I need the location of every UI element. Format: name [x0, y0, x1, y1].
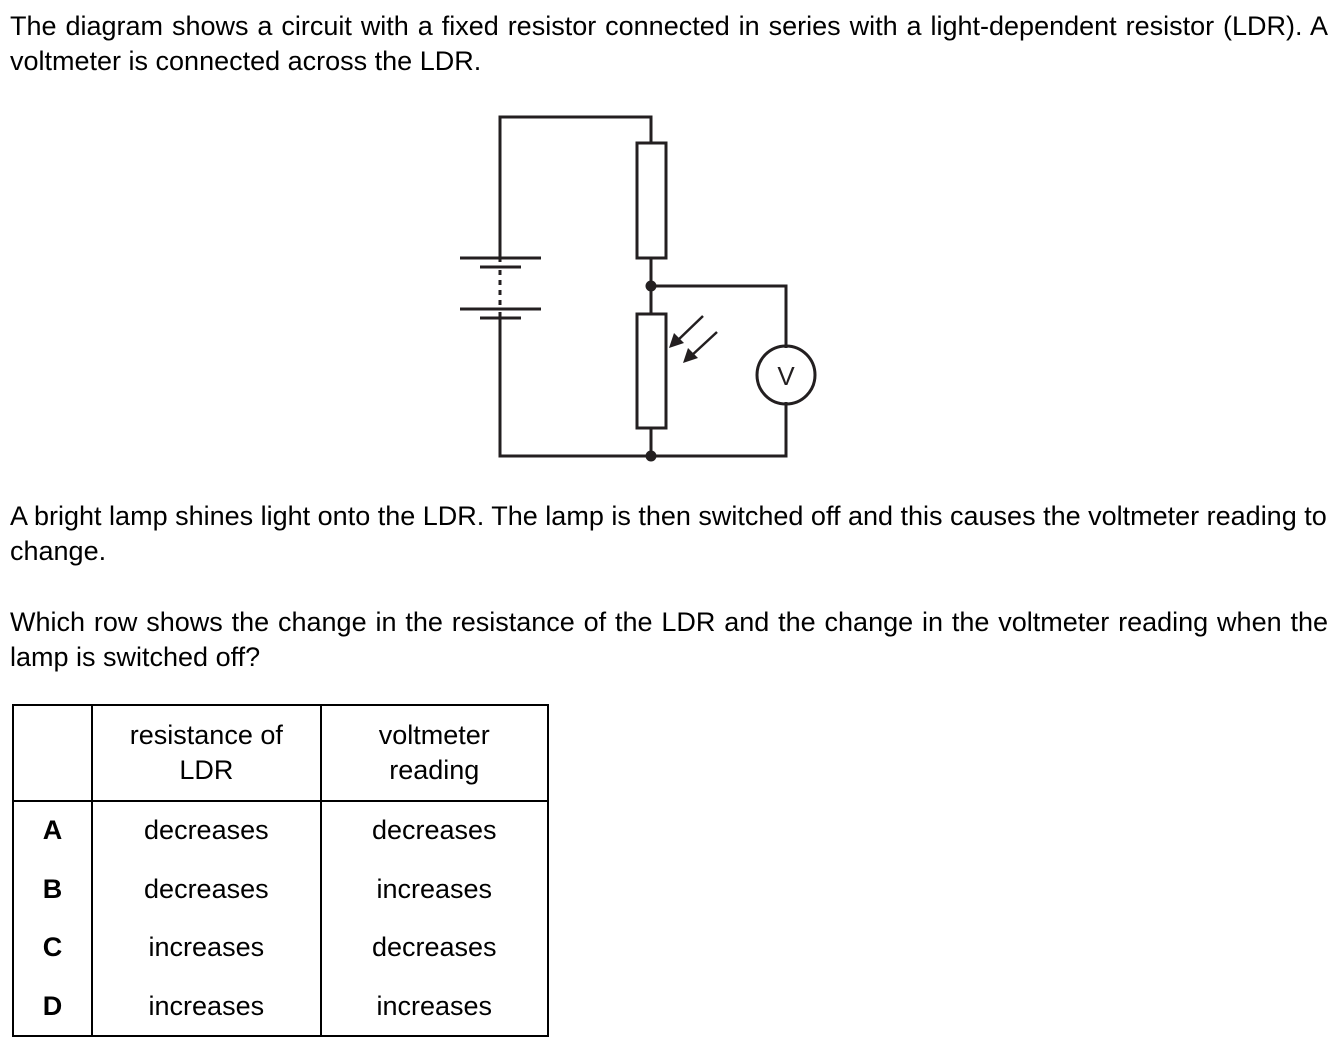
fixed-resistor [635, 141, 668, 260]
header-voltmeter-line1: voltmeter [378, 720, 490, 750]
row-voltmeter: increases [319, 977, 548, 1036]
table-header-row: resistance of LDR voltmeter reading [13, 705, 548, 802]
header-resistance-line2: LDR [179, 755, 234, 785]
light-arrow-1-head [669, 333, 684, 348]
circuit-wire-voltmeter-top [651, 284, 788, 348]
junction-dot-top [645, 280, 657, 292]
row-letter: D [42, 990, 63, 1021]
header-letter-cell [13, 705, 93, 802]
ldr-resistor [635, 312, 668, 430]
table-row: A decreases decreases [13, 801, 548, 860]
light-arrow-2-head [683, 348, 698, 363]
voltmeter-label: V [777, 361, 795, 391]
header-resistance-line1: resistance of [129, 720, 283, 750]
row-voltmeter: decreases [319, 918, 548, 978]
row-letter: C [42, 932, 63, 963]
answer-table: resistance of LDR voltmeter reading A de… [12, 704, 549, 1037]
table-row: C increases decreases [13, 918, 548, 978]
circuit-wire-bottom [498, 312, 788, 458]
row-resistance: decreases [91, 801, 321, 860]
light-arrow-2 [689, 331, 718, 358]
row-letter: A [42, 815, 63, 846]
circuit-wire-top [498, 115, 653, 262]
table-row: D increases increases [13, 977, 548, 1036]
row-resistance: increases [91, 918, 321, 978]
header-voltmeter-line2: reading [389, 755, 480, 785]
circuit-diagram: V [460, 115, 817, 462]
light-arrow-1 [675, 315, 704, 343]
row-resistance: decreases [91, 859, 321, 919]
intro-paragraph: The diagram shows a circuit with a fixed… [10, 11, 1328, 76]
row-voltmeter: increases [319, 859, 548, 919]
junction-dot-bottom [645, 450, 657, 462]
row-resistance: increases [91, 977, 321, 1036]
header-resistance: resistance of LDR [91, 705, 321, 802]
lamp-paragraph: A bright lamp shines light onto the LDR.… [10, 501, 1327, 566]
row-letter: B [42, 873, 63, 904]
question-paragraph: Which row shows the change in the resist… [10, 607, 1328, 672]
table-row: B decreases increases [13, 859, 548, 919]
row-voltmeter: decreases [319, 801, 548, 860]
voltmeter-circle [755, 344, 817, 406]
header-voltmeter: voltmeter reading [319, 705, 548, 802]
